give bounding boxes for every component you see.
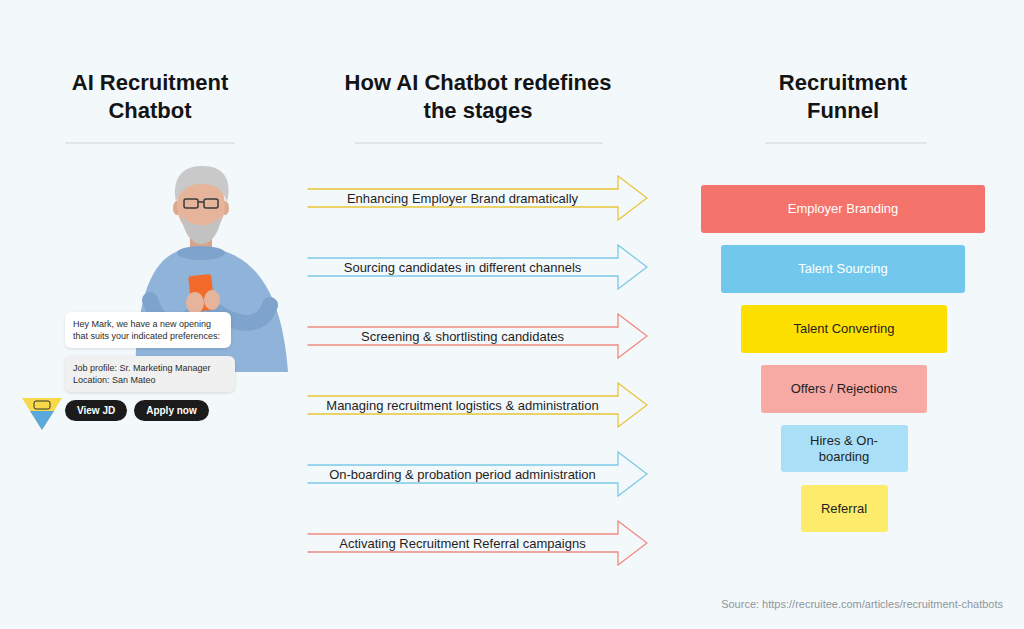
column-heading: AI Recruitment Chatbot xyxy=(45,69,255,125)
logo-triangle xyxy=(22,398,62,430)
hand xyxy=(204,290,220,310)
funnel-stage: Talent Sourcing xyxy=(721,245,965,293)
arrow-path xyxy=(308,314,648,358)
arrow-text: Screening & shortlisting candidates xyxy=(361,330,564,343)
stage-arrow: On-boarding & probation period administr… xyxy=(307,451,648,497)
arrow-text: Enhancing Employer Brand dramatically xyxy=(347,192,578,205)
funnel-text: Talent Converting xyxy=(793,321,894,337)
funnel-text: Talent Sourcing xyxy=(798,261,888,277)
glasses xyxy=(204,199,218,208)
logo-inner xyxy=(30,411,54,430)
logo-face xyxy=(34,401,50,409)
collar xyxy=(177,246,225,260)
heading-rule xyxy=(355,143,603,144)
funnel-text: Referral xyxy=(821,501,867,517)
arrow-path xyxy=(308,245,648,289)
chat-button: Apply now xyxy=(134,400,209,421)
glasses-bridge xyxy=(198,201,204,203)
funnel-stage: Hires & On-boarding xyxy=(781,425,908,472)
chat-bubble: Hey Mark, we have a new opening that sui… xyxy=(65,312,231,348)
funnel-text: Offers / Rejections xyxy=(791,381,898,397)
chat-text: Hey Mark, we have a new opening that sui… xyxy=(73,318,223,342)
hand xyxy=(186,292,204,314)
hair xyxy=(175,166,229,202)
column-heading: Recruitment Funnel xyxy=(753,69,933,125)
heading-rule xyxy=(65,143,235,144)
arrow-text: Managing recruitment logistics & adminis… xyxy=(326,399,598,412)
source-caption: Source: https://recruitee.com/articles/r… xyxy=(721,597,1003,611)
arrow-path xyxy=(308,521,648,565)
stage-arrow: Sourcing candidates in different channel… xyxy=(307,244,648,290)
arrow-text: On-boarding & probation period administr… xyxy=(329,468,596,481)
arrow-text: Sourcing candidates in different channel… xyxy=(344,261,582,274)
funnel-stage: Talent Converting xyxy=(741,305,947,353)
glasses xyxy=(184,199,198,208)
chat-text: Job profile: Sr. Marketing Manager Locat… xyxy=(73,362,227,386)
arrow-text: Activating Recruitment Referral campaign… xyxy=(339,537,585,550)
stage-arrow: Enhancing Employer Brand dramatically xyxy=(307,175,648,221)
column-heading: How AI Chatbot redefines the stages xyxy=(338,69,618,125)
beard xyxy=(181,214,222,244)
button-text: Apply now xyxy=(146,404,197,417)
arrow-path xyxy=(308,452,648,496)
chat-bubble: Job profile: Sr. Marketing Manager Locat… xyxy=(65,356,235,392)
arrow-path xyxy=(308,383,648,427)
button-text: View JD xyxy=(77,404,115,417)
funnel-stage: Offers / Rejections xyxy=(761,365,927,413)
stage-arrow: Screening & shortlisting candidates xyxy=(307,313,648,359)
brand-logo xyxy=(22,398,62,430)
funnel-stage: Employer Branding xyxy=(701,185,985,233)
funnel-stage: Referral xyxy=(801,485,888,532)
chat-button: View JD xyxy=(65,400,127,421)
funnel-text: Employer Branding xyxy=(788,201,899,217)
arrow-path xyxy=(308,176,648,220)
funnel-text: Hires & On-boarding xyxy=(791,433,898,465)
stage-arrow: Managing recruitment logistics & adminis… xyxy=(307,382,648,428)
heading-rule xyxy=(765,143,927,144)
stage-arrow: Activating Recruitment Referral campaign… xyxy=(307,520,648,566)
